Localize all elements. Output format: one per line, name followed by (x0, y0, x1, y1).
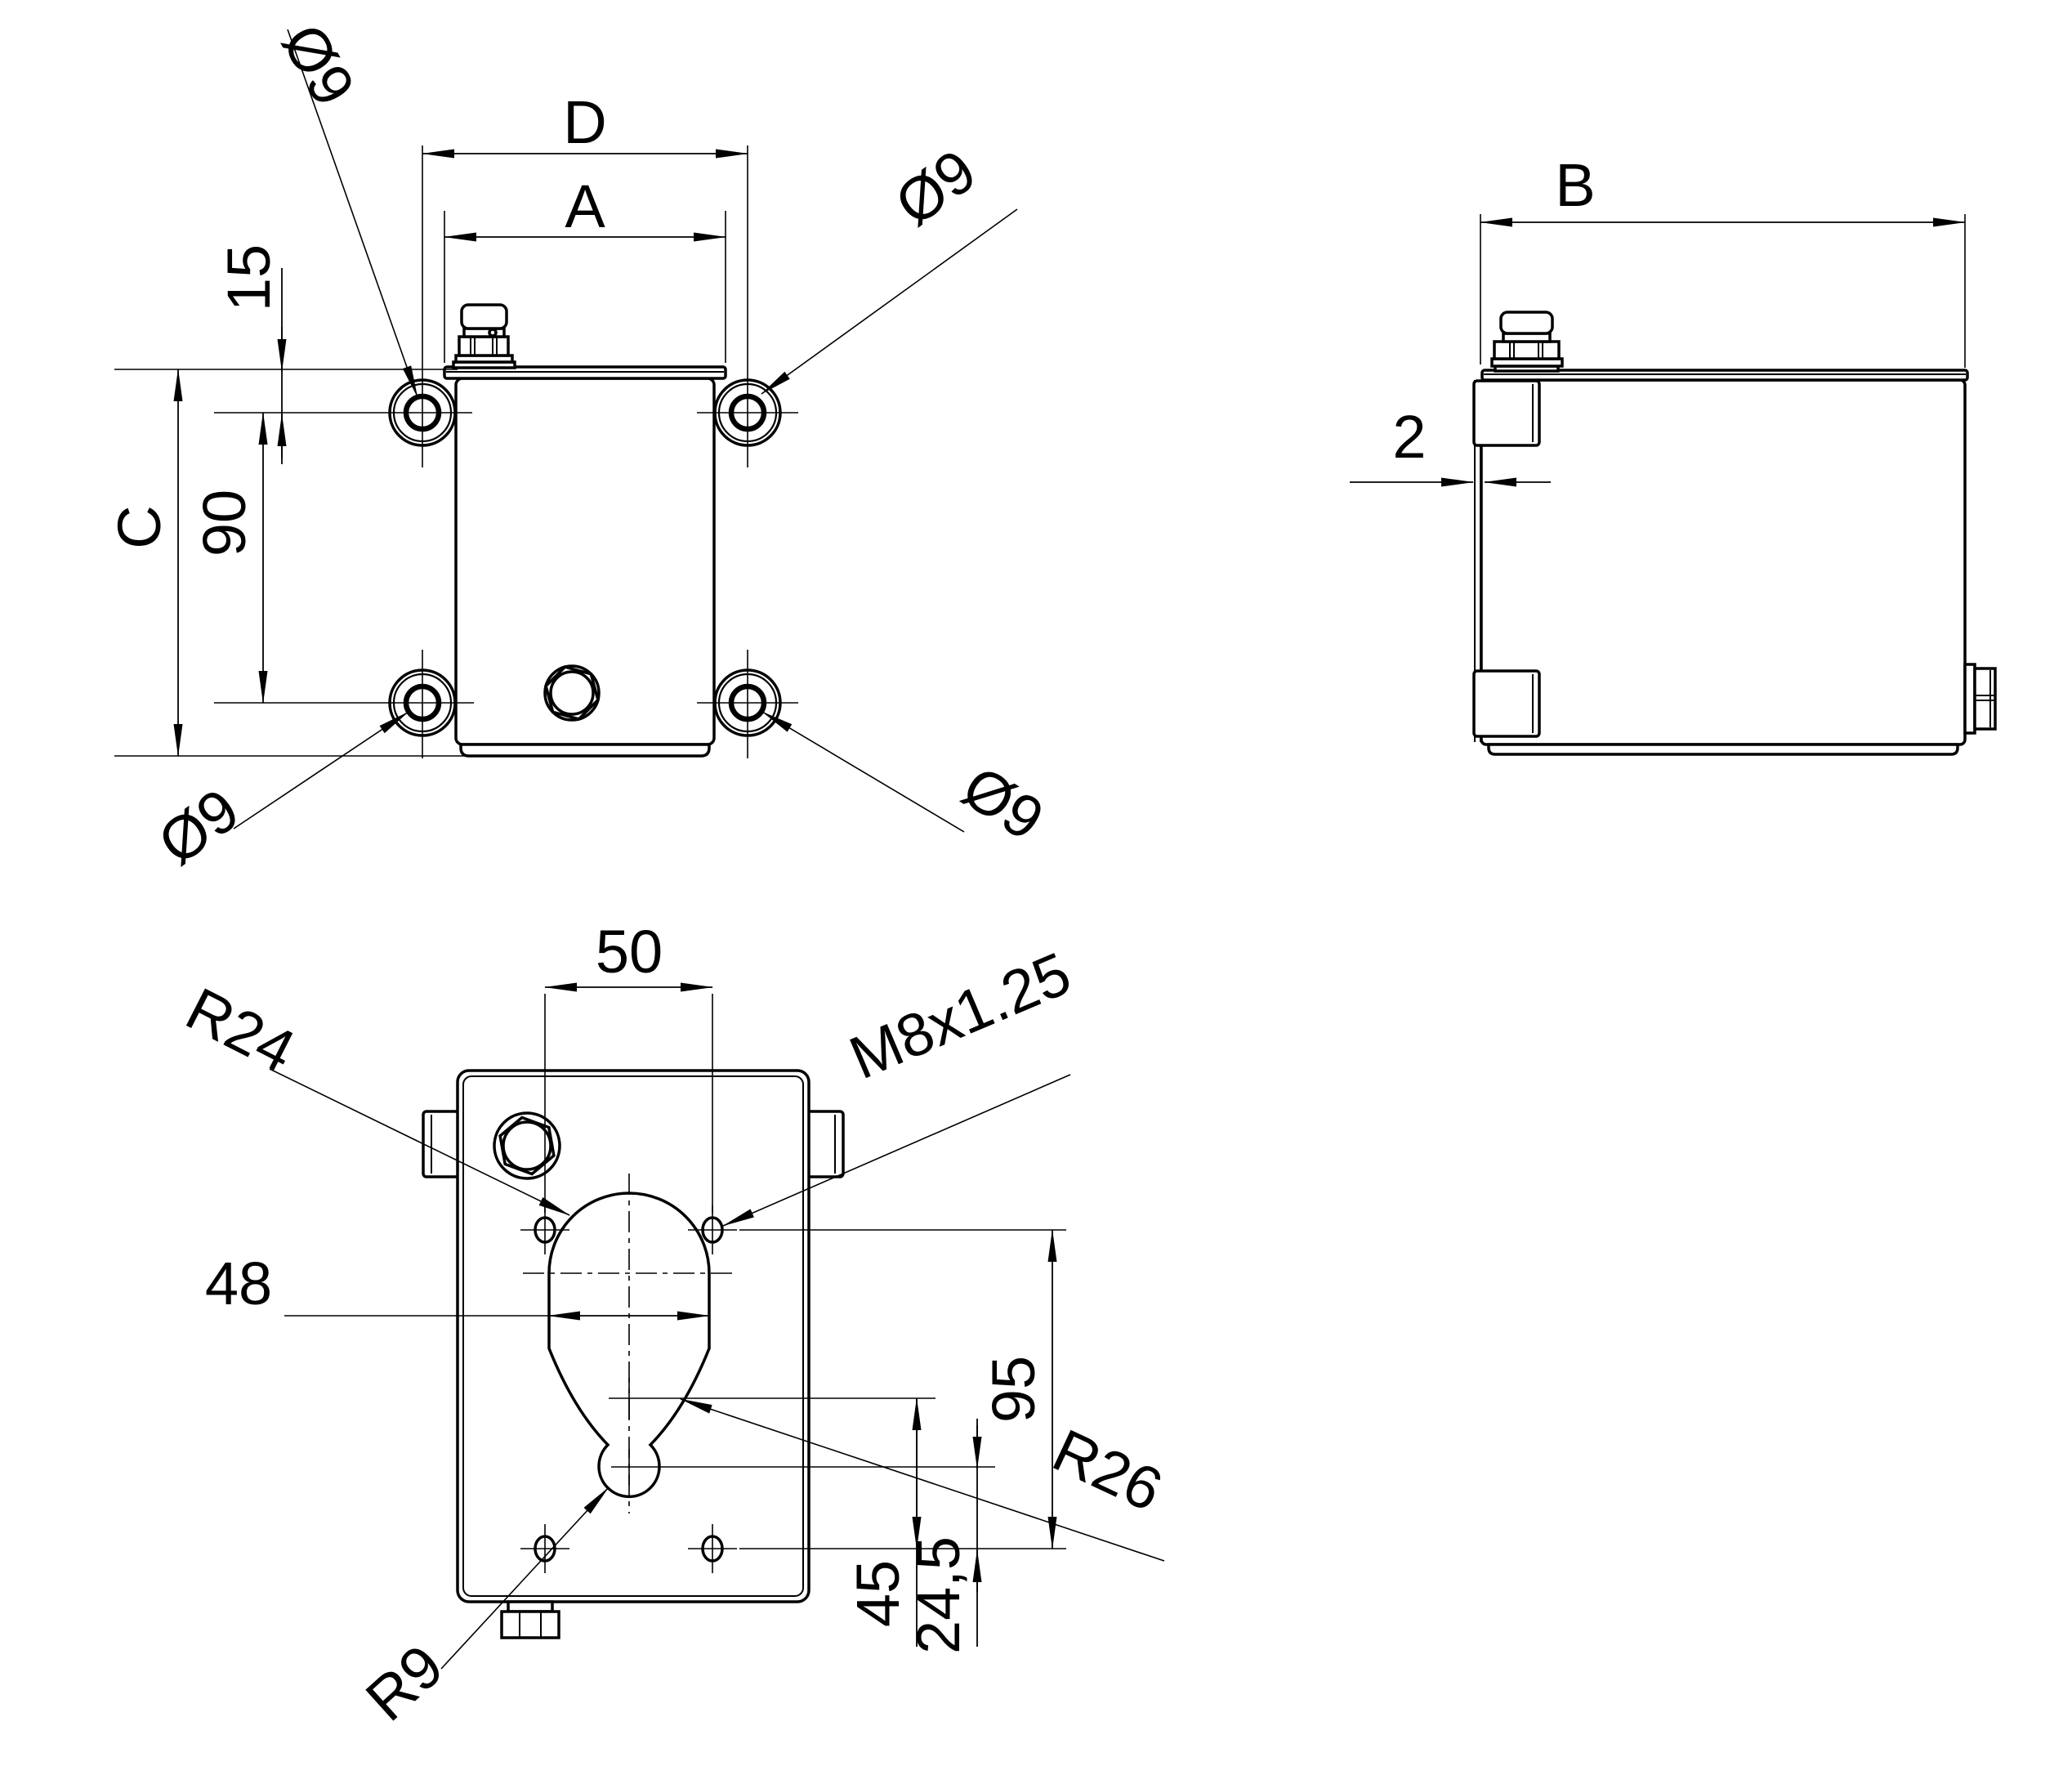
leader-hole-top-left (287, 29, 418, 398)
bottom-plug (543, 664, 601, 722)
dim-label-15: 15 (215, 244, 283, 311)
front-view: D A 15 90 C Ø9 Ø9 Ø9 Ø9 (105, 13, 1056, 878)
enclosure-body-side (1480, 378, 1967, 746)
leader-hole-bottom-right (761, 711, 965, 833)
radius-label-r9: R9 (353, 1632, 456, 1734)
dim-label-45: 45 (844, 1560, 912, 1627)
bottom-nut (500, 1600, 560, 1639)
radius-label-r24: R24 (176, 974, 306, 1085)
dim-label-50: 50 (596, 918, 663, 986)
bottom-tab-right (799, 1110, 845, 1178)
leader-hole-bottom-left (233, 711, 409, 829)
side-connector (1963, 663, 1997, 735)
leader-m8 (722, 1074, 1071, 1227)
hole-label-top-right: Ø9 (883, 136, 989, 239)
thread-hole-top-right (688, 1205, 737, 1254)
mounting-tab-top (1472, 379, 1541, 447)
gland-hex-icon (498, 1116, 556, 1176)
enclosure-bottom-lip-side (1487, 743, 1959, 756)
bottom-view: 50 48 95 45 24,5 R24 M8x1.25 R26 (176, 918, 1172, 1734)
hole-label-bottom-left: Ø9 (146, 776, 252, 878)
mounting-tab-bottom (1472, 669, 1541, 738)
leader-r24 (269, 1068, 570, 1216)
gland-bottom (493, 1111, 561, 1180)
leader-r26 (680, 1398, 1165, 1562)
leader-r9 (440, 1487, 610, 1670)
radius-label-r26: R26 (1043, 1416, 1172, 1525)
dim-label-a: A (565, 172, 605, 240)
thread-hole-bottom-left (520, 1524, 569, 1573)
dim-label-d: D (563, 88, 606, 156)
dim-label-c: C (105, 505, 173, 548)
dim-label-b: B (1555, 151, 1595, 219)
gland-vent-hole-icon (488, 328, 498, 338)
dim-label-90: 90 (190, 490, 258, 557)
hole-label-top-left: Ø9 (269, 13, 368, 117)
thread-hole-bottom-right (688, 1524, 737, 1573)
cable-gland (452, 303, 516, 369)
dim-label-48: 48 (205, 1250, 272, 1317)
dim-label-24-5: 24,5 (904, 1536, 972, 1654)
hole-label-bottom-right: Ø9 (951, 753, 1056, 853)
enclosure-bottom-lip (459, 743, 711, 758)
thread-label-m8: M8x1.25 (840, 939, 1080, 1092)
cable-gland-side (1490, 311, 1564, 373)
dim-label-2: 2 (1392, 403, 1426, 471)
leader-hole-top-right (761, 208, 1018, 395)
side-view: B 2 (1350, 151, 1997, 756)
dim-label-95: 95 (980, 1356, 1047, 1423)
